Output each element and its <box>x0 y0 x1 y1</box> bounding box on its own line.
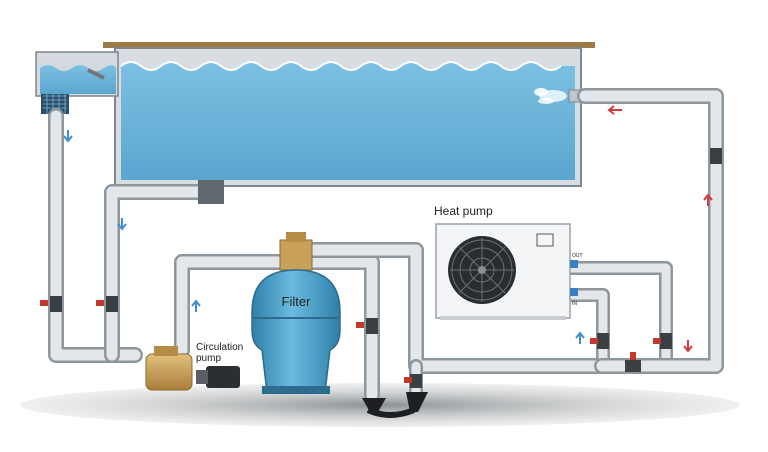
arrow-up-icon <box>191 299 201 312</box>
valve-icon <box>404 374 422 388</box>
main-drain-fitting <box>198 180 224 204</box>
pool-water <box>121 62 575 180</box>
control-panel-icon <box>536 233 554 247</box>
heat-pump-label: Heat pump <box>434 204 493 218</box>
sand-filter: Filter <box>251 232 341 394</box>
water-surface-line <box>120 61 562 71</box>
arrow-down-icon <box>117 218 127 231</box>
valve-icon <box>653 333 672 349</box>
fan-icon <box>448 236 516 304</box>
valve-icon <box>590 333 609 349</box>
valve-icon <box>710 148 722 164</box>
flow-arrows <box>63 105 713 353</box>
filter-label: Filter <box>282 294 312 309</box>
arrow-down-icon <box>683 340 693 353</box>
valve-icon <box>40 296 62 312</box>
arrow-left-icon <box>607 105 622 115</box>
waste-drain-icon <box>362 392 428 418</box>
arrow-up-icon <box>575 331 585 344</box>
pipe-heatpump-out <box>565 261 673 373</box>
skimmer <box>35 51 119 114</box>
pool-deck <box>103 42 595 48</box>
return-jet-icon <box>534 88 582 104</box>
pool <box>103 42 595 187</box>
valve-icon <box>356 318 378 334</box>
circulation-pump-label-line2: pump <box>196 353 221 364</box>
circulation-pump-label-line1: Circulation <box>196 342 243 353</box>
valve-icon <box>625 352 641 372</box>
valves <box>40 148 722 388</box>
heat-pump-out-label: OUT <box>572 253 583 259</box>
heat-pump-in-label: IN <box>572 301 577 307</box>
arrow-up-icon <box>703 193 713 206</box>
skimmer-basket-icon <box>41 94 69 114</box>
heat-pump: OUT IN Heat pump <box>434 204 583 320</box>
circulation-pump: Circulation pump <box>145 342 243 391</box>
valve-icon <box>96 296 118 312</box>
arrow-down-icon <box>63 130 73 143</box>
